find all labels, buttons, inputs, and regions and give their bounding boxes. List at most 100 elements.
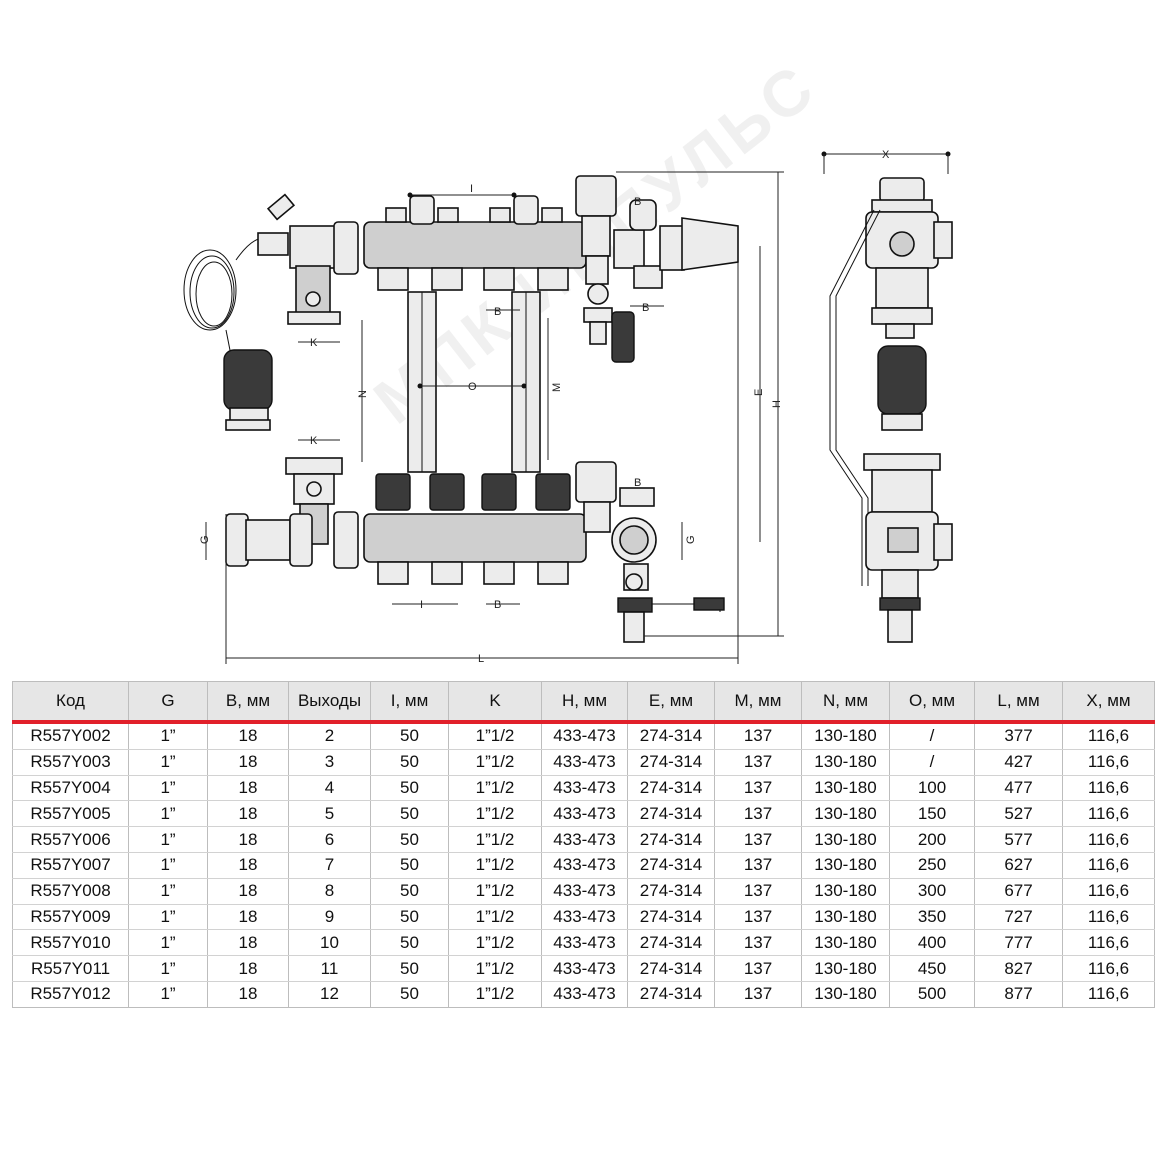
table-cell: R557Y004 [12,775,129,802]
dim-label-O: O [468,381,477,393]
table-cell: 1”1/2 [448,800,542,828]
table-cell: 274-314 [627,722,715,750]
supply-manifold [363,195,587,291]
table-cell: 18 [207,800,289,828]
table-cell: 1”1/2 [448,955,542,982]
table-cell: 116,6 [1062,775,1155,802]
table-cell: 300 [889,878,975,905]
column-header: L, мм [974,681,1063,724]
table-cell: 1”1/2 [448,904,542,931]
table-cell: 727 [974,904,1063,931]
table-cell: 777 [974,929,1063,957]
table-cell: 116,6 [1062,749,1155,776]
table-cell: 200 [889,826,975,853]
table-cell: 1”1/2 [448,722,542,750]
dim-label-G-left: G [199,535,211,544]
table-cell: 1” [128,904,208,931]
table-cell: 8 [288,878,371,905]
table-cell: 50 [370,775,449,802]
table-cell: 18 [207,981,289,1008]
column-header: B, мм [207,681,289,724]
table-cell: R557Y010 [12,929,129,957]
table-cell: 130-180 [801,800,890,828]
table-cell: / [889,722,975,750]
table-cell: 677 [974,878,1063,905]
table-cell: 527 [974,800,1063,828]
top-right-fittings [575,175,739,363]
table-cell: 274-314 [627,800,715,828]
table-cell: 274-314 [627,852,715,879]
table-cell: 50 [370,800,449,828]
table-cell: 116,6 [1062,800,1155,828]
table-cell: 116,6 [1062,929,1155,957]
table-cell: 1”1/2 [448,929,542,957]
table-cell: 137 [714,929,802,957]
table-cell: 274-314 [627,955,715,982]
table-cell: 1” [128,981,208,1008]
table-cell: 433-473 [541,800,628,828]
table-cell: 116,6 [1062,826,1155,853]
table-cell: 274-314 [627,929,715,957]
table-cell: 18 [207,852,289,879]
column-header: H, мм [541,681,628,724]
column-header: I, мм [370,681,449,724]
table-cell: 116,6 [1062,722,1155,750]
side-view [821,151,953,643]
table-cell: 477 [974,775,1063,802]
table-cell: 250 [889,852,975,879]
table-cell: 116,6 [1062,852,1155,879]
table-cell: 274-314 [627,749,715,776]
table-cell: 100 [889,775,975,802]
table-cell: 18 [207,826,289,853]
table-cell: 137 [714,749,802,776]
table-cell: 50 [370,749,449,776]
table-cell: 130-180 [801,929,890,957]
table-cell: 50 [370,981,449,1008]
table-cell: 500 [889,981,975,1008]
table-cell: R557Y005 [12,800,129,828]
table-cell: 1” [128,749,208,776]
table-cell: R557Y008 [12,878,129,905]
table-cell: 137 [714,981,802,1008]
table-cell: 1” [128,800,208,828]
table-cell: 130-180 [801,904,890,931]
table-cell: 1” [128,878,208,905]
table-cell: R557Y007 [12,852,129,879]
table-cell: 137 [714,800,802,828]
table-cell: 130-180 [801,852,890,879]
dim-label-L: L [478,653,484,665]
table-cell: 433-473 [541,722,628,750]
dim-label-N: N [357,390,369,398]
table-cell: 137 [714,878,802,905]
table-cell: 18 [207,955,289,982]
table-cell: 50 [370,929,449,957]
table-cell: 274-314 [627,775,715,802]
table-cell: 130-180 [801,826,890,853]
table-cell: 274-314 [627,826,715,853]
table-cell: 1” [128,775,208,802]
table-cell: 137 [714,775,802,802]
column-header: N, мм [801,681,890,724]
table-cell: 433-473 [541,826,628,853]
dim-label-I-bottom: I [420,599,423,611]
table-cell: 50 [370,955,449,982]
manifold-drawing: I B B B K K N O M E H G G B I B L X [183,149,953,665]
table-cell: 427 [974,749,1063,776]
table-cell: 130-180 [801,775,890,802]
table-cell: 50 [370,826,449,853]
column-header: Код [12,681,129,724]
table-cell: 433-473 [541,775,628,802]
table-cell: 137 [714,852,802,879]
return-manifold [363,473,587,585]
table-cell: 50 [370,722,449,750]
